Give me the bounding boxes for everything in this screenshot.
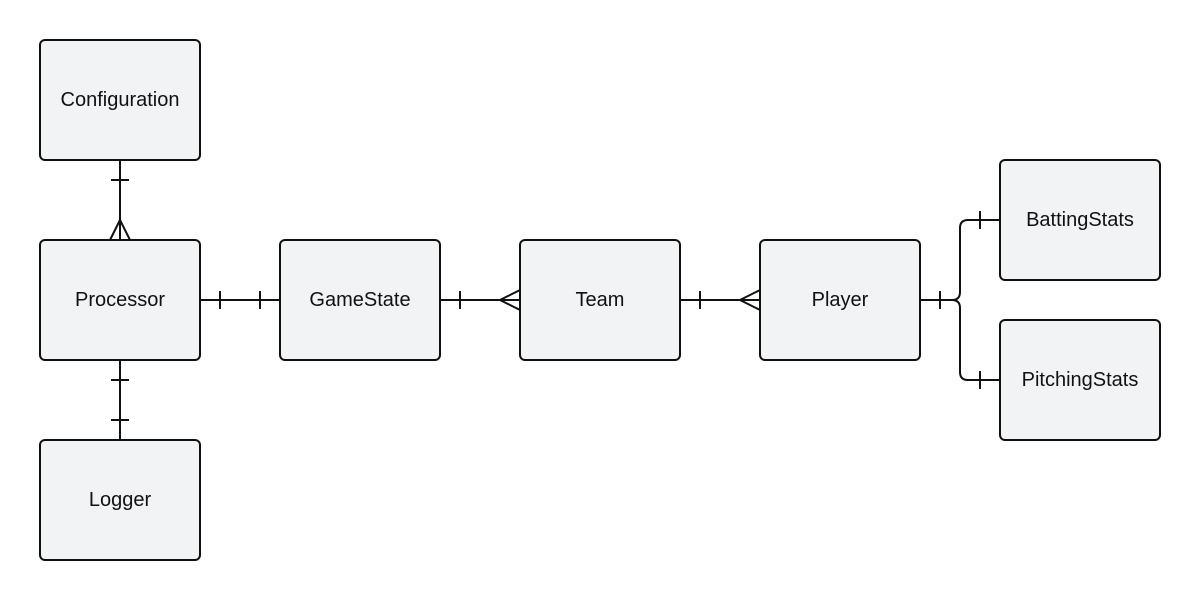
relationship-processor-logger — [111, 360, 129, 440]
entity-pitchingstats[interactable]: PitchingStats — [999, 319, 1161, 441]
entity-box — [39, 239, 201, 361]
entity-label: Player — [812, 289, 869, 311]
entity-player[interactable]: Player — [759, 239, 921, 361]
relationship-processor-gamestate — [200, 291, 280, 309]
entity-box — [519, 239, 681, 361]
entity-label: Processor — [75, 289, 165, 311]
relationship-player-battingstats — [920, 211, 1000, 309]
entity-box — [39, 39, 201, 161]
many-crowfoot-bottom — [739, 299, 761, 311]
many-crowfoot-right — [119, 219, 131, 241]
many-crowfoot-top — [739, 289, 761, 301]
relationship-gamestate-team — [440, 289, 521, 311]
entity-team[interactable]: Team — [519, 239, 681, 361]
entity-battingstats[interactable]: BattingStats — [999, 159, 1161, 281]
entity-configuration[interactable]: Configuration — [39, 39, 201, 161]
many-crowfoot-bottom — [499, 299, 521, 311]
entity-label: BattingStats — [1026, 209, 1134, 231]
relationship-player-pitchingstats — [951, 299, 1000, 389]
entity-box — [999, 319, 1161, 441]
entity-logger[interactable]: Logger — [39, 439, 201, 561]
many-crowfoot-top — [499, 289, 521, 301]
entity-label: PitchingStats — [1022, 369, 1139, 391]
entity-box — [759, 239, 921, 361]
connector-line — [920, 219, 1000, 301]
connector-line — [951, 299, 1000, 381]
entity-label: Team — [576, 289, 625, 311]
entity-label: GameState — [309, 289, 410, 311]
entity-label: Configuration — [61, 89, 180, 111]
entity-gamestate[interactable]: GameState — [279, 239, 441, 361]
entity-label: Logger — [89, 489, 152, 511]
relationship-configuration-processor — [109, 160, 131, 241]
relationship-team-player — [680, 289, 761, 311]
entity-box — [39, 439, 201, 561]
many-crowfoot-left — [109, 219, 121, 241]
entity-box — [279, 239, 441, 361]
entity-box — [999, 159, 1161, 281]
entity-processor[interactable]: Processor — [39, 239, 201, 361]
